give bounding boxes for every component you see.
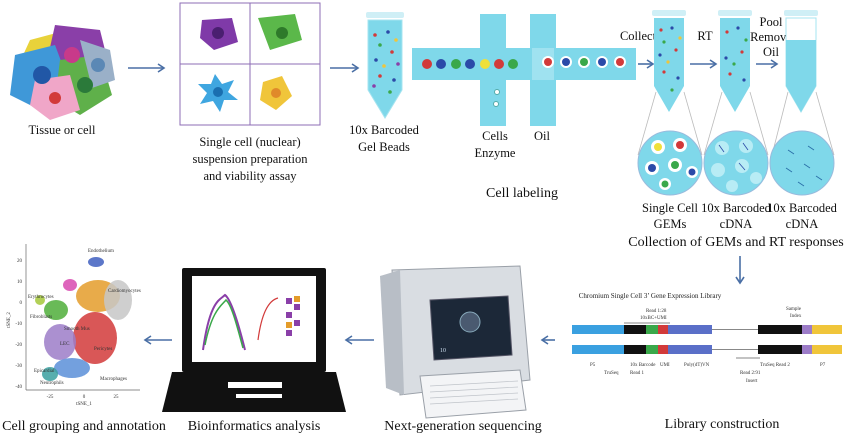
library-title: Chromium Single Cell 3’ Gene Expression …: [579, 292, 722, 300]
pool-label: Pool: [760, 15, 783, 29]
rt-label: RT: [697, 29, 713, 43]
xtick-3: 25: [114, 395, 120, 400]
ytick-4: -10: [15, 322, 22, 327]
gem-tube: [652, 10, 686, 112]
library-label: Library construction: [665, 417, 780, 432]
bioinfo-label: Bioinformatics analysis: [188, 419, 321, 434]
cluster-cardiomyocytes: Cardiomyocytes: [108, 289, 141, 294]
arrow-4-head: [709, 59, 718, 69]
arrow-2-head: [351, 63, 360, 73]
cluster-fibroblasts: Fibroblasts: [30, 315, 52, 320]
bc-label: 10x Barcode: [630, 363, 656, 368]
arrow-6-head: [735, 276, 745, 285]
xtick-1: -25: [47, 395, 54, 400]
cdna1-label-2: cDNA: [720, 217, 753, 231]
cluster-lec: LEC: [60, 342, 70, 347]
beads-label-1: 10x Barcoded: [349, 123, 420, 137]
enzyme-label: Enzyme: [475, 146, 516, 160]
arrow-8-head: [344, 335, 353, 345]
read291-label: Read 2:91: [740, 371, 761, 376]
collection-label: Collection of GEMs and RT responses: [628, 235, 844, 250]
microfluidic-chip: [412, 14, 636, 126]
umi-label: UMI: [660, 363, 670, 368]
beads-label-2: Gel Beads: [358, 140, 410, 154]
tsne-ylabel: tSNE_2: [7, 312, 12, 328]
cluster-pericytes: Pericytes: [94, 347, 112, 352]
ngs-label: Next-generation sequencing: [384, 419, 541, 434]
single-cell-grid: [179, 2, 321, 126]
oil2-label: Oil: [763, 45, 780, 59]
truseq1-label: TruSeq: [604, 371, 619, 376]
oil-label: Oil: [534, 129, 551, 143]
cluster-erythrocytes: Erythrocytes: [28, 295, 54, 300]
suspension-label-2: suspension preparation: [193, 152, 309, 166]
ytick-3: 0: [20, 301, 23, 306]
cluster-endothelium: Endothelium: [88, 249, 114, 254]
gems-magnified: [637, 130, 703, 196]
p5-label: P5: [590, 363, 596, 368]
gems-label-2: GEMs: [654, 217, 687, 231]
xtick-2: 0: [83, 395, 86, 400]
remove-label: Remove: [750, 30, 792, 44]
arrow-7-head: [540, 335, 549, 345]
polyt-label: Poly(dT)VN: [684, 363, 710, 368]
ytick-1: 20: [17, 259, 23, 264]
arrow-3-head: [646, 59, 655, 69]
index-label: Index: [790, 314, 802, 319]
ytick-7: -40: [15, 385, 22, 390]
cdna1-label-1: 10x Barcoded: [701, 201, 772, 215]
cluster-epicardial: Epicardial: [34, 369, 55, 374]
gems-label-1: Single Cell: [642, 201, 698, 215]
insert-label: Insert: [746, 379, 758, 384]
suspension-label-3: and viability assay: [203, 169, 297, 183]
ytick-2: 10: [17, 280, 23, 285]
gel-beads-tube: [366, 12, 404, 119]
p7-label: P7: [820, 363, 826, 368]
suspension-label-1: Single cell (nuclear): [199, 135, 300, 149]
read1-label: Read 1:28: [646, 309, 667, 314]
laptop: [162, 268, 346, 412]
cluster-smooth: Smooth Mus: [64, 327, 90, 332]
cdna2-label-2: cDNA: [786, 217, 819, 231]
sample-label: Sample: [786, 307, 802, 312]
collect-label: Collect: [620, 29, 657, 43]
pooled-magnified: [769, 130, 835, 196]
sequencer-machine: 10: [380, 265, 531, 419]
read1b-label: Read 1: [630, 371, 645, 376]
cdna-tube: [718, 10, 752, 112]
cluster-neutrophils: Neutrophils: [40, 381, 64, 386]
ytick-5: -20: [15, 343, 22, 348]
cluster-macrophages: Macrophages: [100, 377, 127, 382]
arrow-1-head: [157, 63, 166, 73]
cell-labeling-label: Cell labeling: [486, 186, 558, 201]
truseq2-label: TruSeq Read 2: [760, 363, 790, 368]
tissue-cells-illustration: [10, 25, 115, 120]
tsne-plot: 20 10 0 -10 -20 -30 -40 -25 0 25 tSNE_1 …: [7, 244, 140, 407]
grouping-label: Cell grouping and annotation: [2, 419, 166, 434]
screen-number: 10: [440, 348, 446, 354]
library-construct: [572, 322, 842, 359]
arrow-5-head: [770, 59, 779, 69]
cdna-magnified: [703, 130, 769, 196]
analysis-plot: [202, 293, 300, 351]
ytick-6: -30: [15, 364, 22, 369]
cdna2-label-1: 10x Barcoded: [767, 201, 838, 215]
umi-top-label: 10xBC+UMI: [640, 316, 667, 321]
cells-label: Cells: [482, 129, 508, 143]
arrow-9-head: [143, 335, 152, 345]
zoom-lines: [637, 91, 835, 156]
tissue-label: Tissue or cell: [29, 123, 96, 137]
tsne-xlabel: tSNE_1: [76, 402, 92, 407]
pooled-tube: [784, 10, 818, 114]
